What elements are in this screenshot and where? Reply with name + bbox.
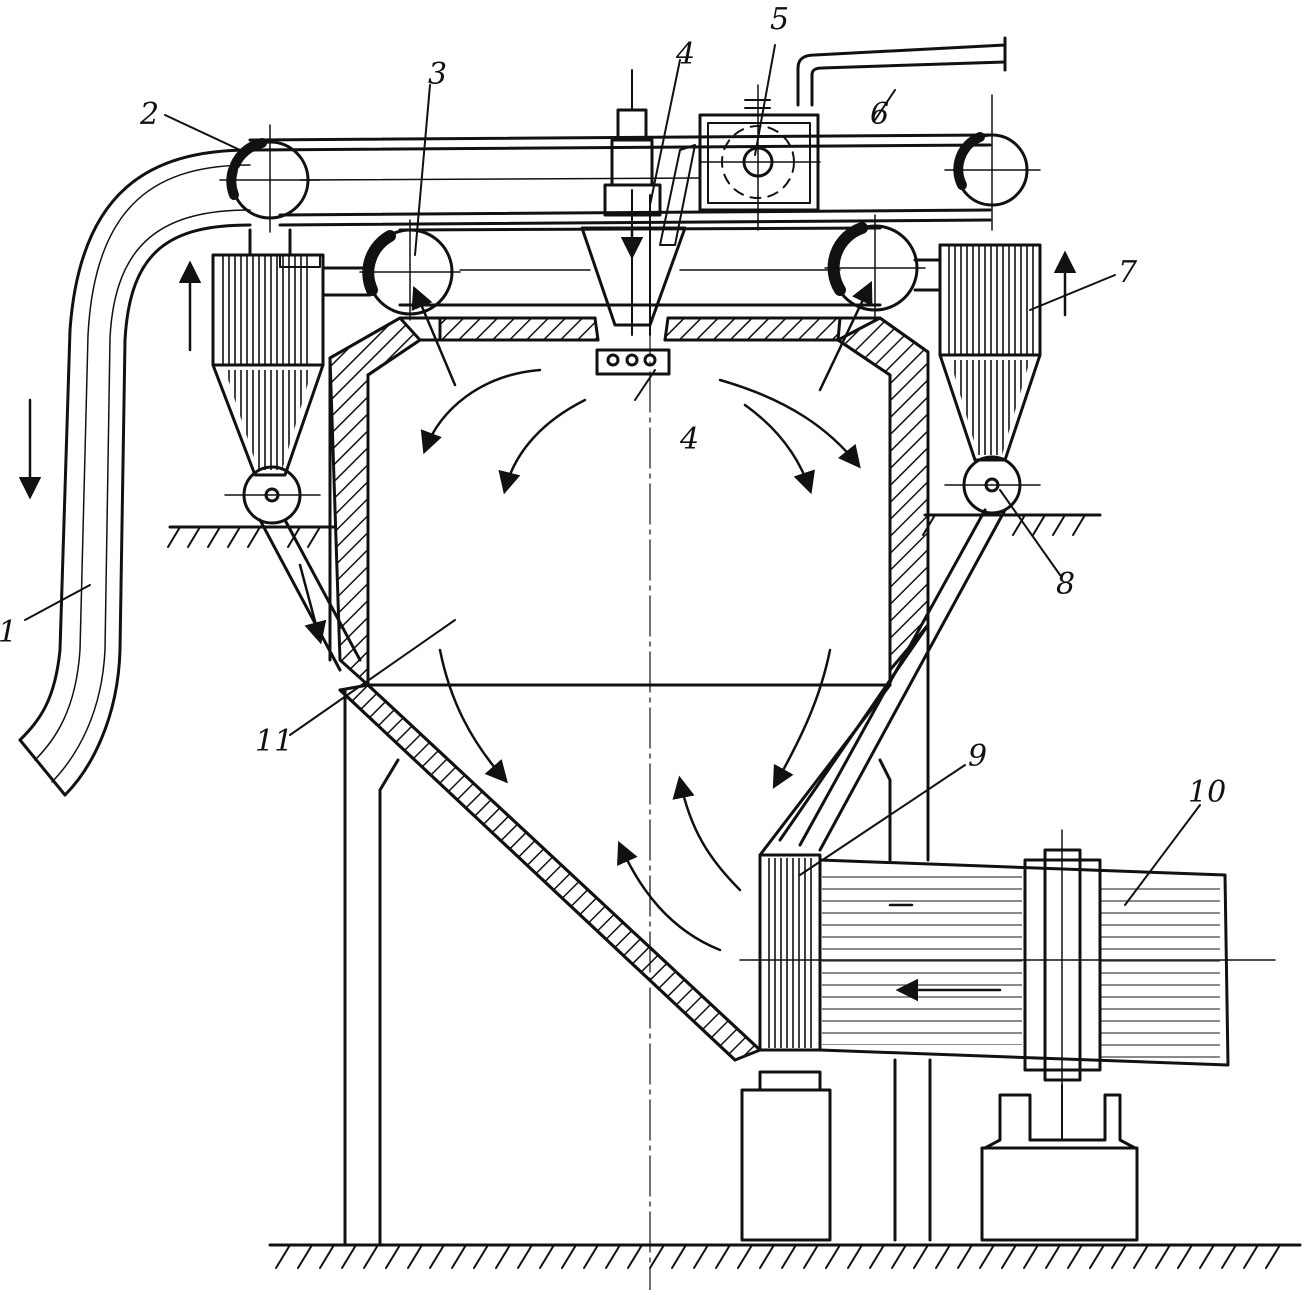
label-7: 7 — [1118, 255, 1138, 290]
label-6: 6 — [870, 97, 890, 132]
rotary-drum — [739, 829, 1276, 1242]
chamber-wall — [328, 316, 930, 1062]
label-4-nozzle: 4 — [680, 422, 700, 457]
support-frame — [343, 623, 932, 1247]
label-3: 3 — [428, 57, 448, 92]
label-1: 1 — [0, 618, 17, 648]
drive-box — [698, 84, 821, 231]
pulley-right-upper — [944, 94, 1041, 231]
lower-duct — [398, 226, 882, 307]
ground-floor — [268, 1243, 1302, 1269]
ground-top-right — [922, 513, 1102, 536]
pulley-3 — [359, 219, 461, 321]
left-cyclone — [211, 228, 372, 525]
cyclone-return-pipes — [258, 508, 1007, 852]
leader-lines — [24, 44, 1201, 906]
label-4-top: 4 — [676, 37, 696, 72]
label-2: 2 — [140, 97, 160, 132]
pulley-right-lower — [824, 214, 926, 321]
pulley-2 — [219, 124, 321, 233]
label-8: 8 — [1056, 567, 1076, 602]
top-duct — [248, 133, 992, 227]
inlet-pipe — [18, 148, 252, 797]
label-9: 9 — [968, 739, 988, 774]
right-cyclone — [913, 243, 1042, 515]
label-11: 11 — [255, 724, 294, 759]
label-5: 5 — [770, 2, 790, 37]
supply-pipe — [796, 36, 1007, 107]
atomizer — [580, 69, 696, 376]
label-10: 10 — [1188, 775, 1227, 810]
ground-top-left — [167, 525, 337, 548]
flow-arrows — [18, 228, 1077, 1002]
